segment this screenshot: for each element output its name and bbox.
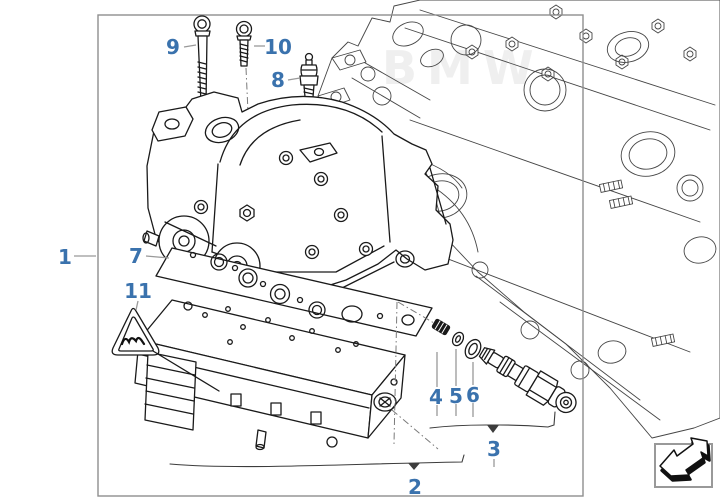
part-vent-valve: [299, 52, 319, 98]
leader-axis-small-parts: [397, 301, 435, 324]
block-holes: [183, 301, 359, 353]
page-flip-button[interactable]: [654, 437, 713, 488]
callout-8: 8: [271, 68, 285, 92]
page-flip-arrow-icon: [659, 437, 711, 482]
leader-warning-triangle: [152, 350, 220, 392]
head-studs: [598, 179, 676, 347]
leader-plane-line: [393, 301, 398, 445]
watermark-text: BMW: [382, 41, 544, 95]
callout-2: 2: [408, 475, 422, 499]
leader-axis-bolt-short: [245, 67, 249, 113]
callout-6: 6: [466, 383, 480, 407]
leader-axis-port: [391, 409, 439, 450]
part-bolt-long: [193, 15, 211, 104]
part-solenoid-valve: [478, 347, 577, 414]
housing-bolts: [193, 150, 374, 260]
callout-9: 9: [166, 35, 180, 59]
part-washer: [451, 331, 465, 347]
callout-leaders: [74, 44, 495, 467]
callout-3: 3: [487, 437, 501, 461]
part-bolt-short: [235, 20, 253, 67]
part-o-ring: [464, 338, 482, 360]
callout-4: 4: [429, 385, 443, 409]
callout-7: 7: [129, 244, 143, 268]
callout-11: 11: [124, 279, 152, 303]
diagram-frame: [97, 14, 584, 497]
callout-5: 5: [449, 384, 463, 408]
warning-triangle-symbol: [111, 307, 160, 356]
group-brackets: [169, 411, 556, 470]
part-screw-plug: [431, 318, 451, 336]
callout-10: 10: [264, 35, 292, 59]
part-gasket: [155, 247, 433, 337]
callout-1: 1: [58, 245, 72, 269]
